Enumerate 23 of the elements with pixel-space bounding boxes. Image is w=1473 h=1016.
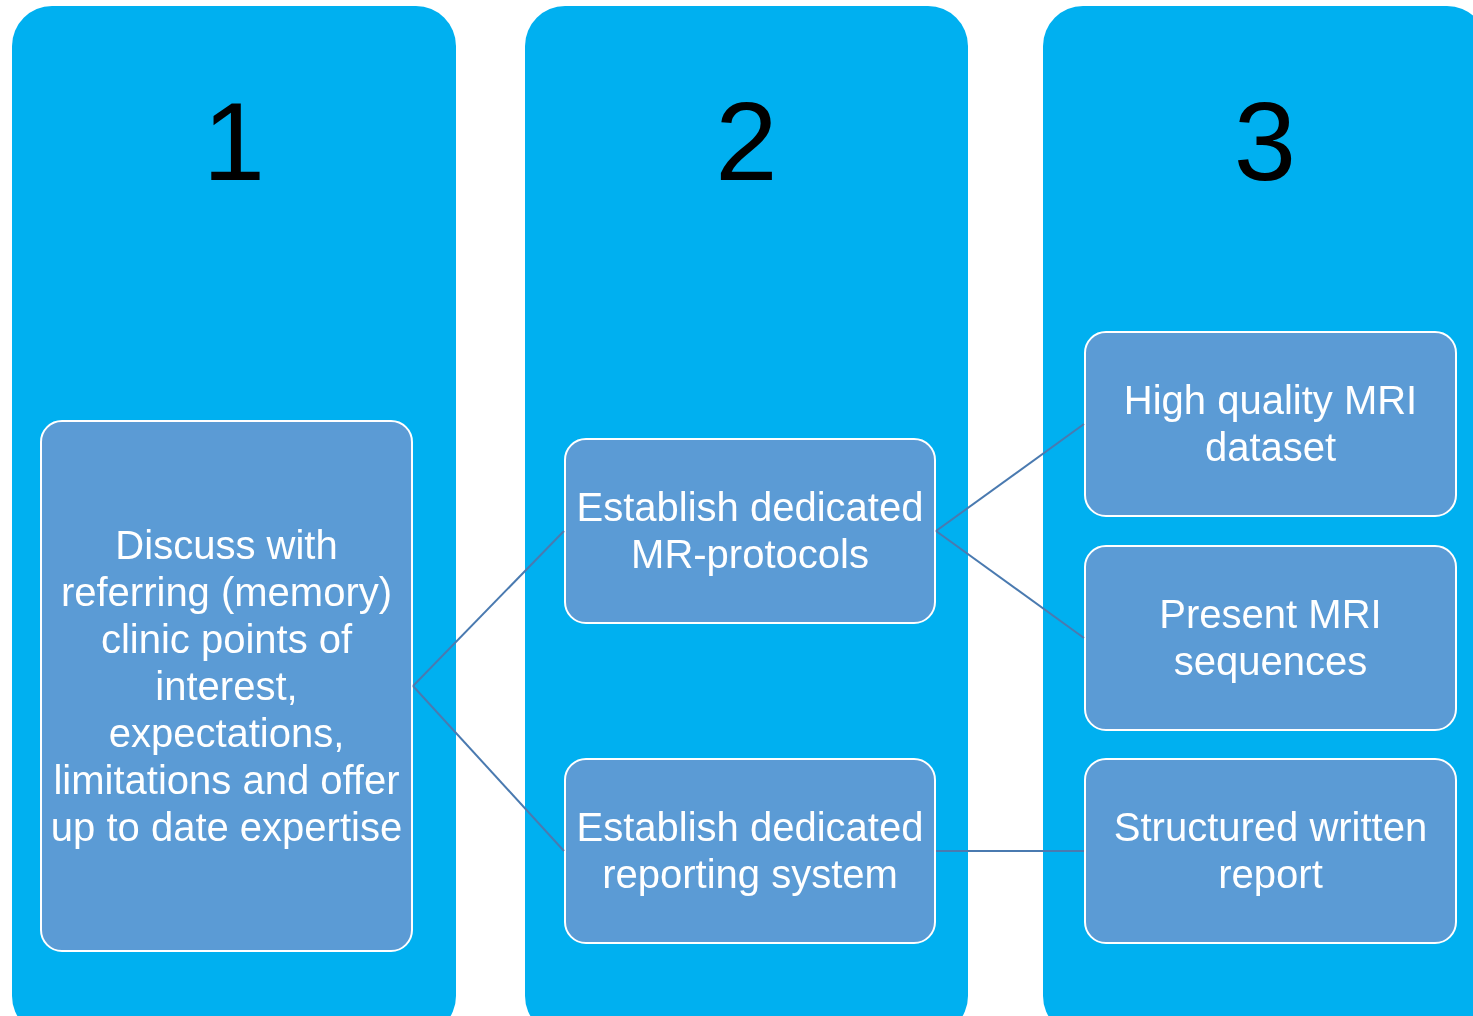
column-number: 3: [1232, 86, 1298, 198]
connector-line: [412, 530, 565, 687]
box-text: Discuss with referring (memory) clinic points of interest, expectations, limitations and offer up to date expertise: [49, 521, 404, 851]
column-band: [525, 6, 968, 1016]
column-band: [1043, 6, 1473, 1016]
column-band: [12, 6, 456, 1016]
process-box: [1084, 331, 1457, 517]
box-text: High quality MRI dataset: [1122, 377, 1419, 471]
box-text: Structured written report: [1112, 804, 1429, 898]
process-box: [40, 420, 413, 952]
process-box: [1084, 545, 1457, 731]
connector-line: [935, 530, 1085, 639]
connector-line: [935, 850, 1085, 852]
connector-line: [412, 685, 565, 852]
column-number: 1: [201, 86, 267, 198]
box-text: Present MRI sequences: [1158, 591, 1383, 685]
box-text: Establish dedicated reporting system: [575, 804, 925, 898]
box-text: Establish dedicated MR-protocols: [575, 484, 925, 578]
process-box: [1084, 758, 1457, 944]
process-box: [564, 438, 936, 624]
column-number: 2: [714, 86, 779, 198]
process-box: [564, 758, 936, 944]
connector-line: [935, 423, 1085, 532]
